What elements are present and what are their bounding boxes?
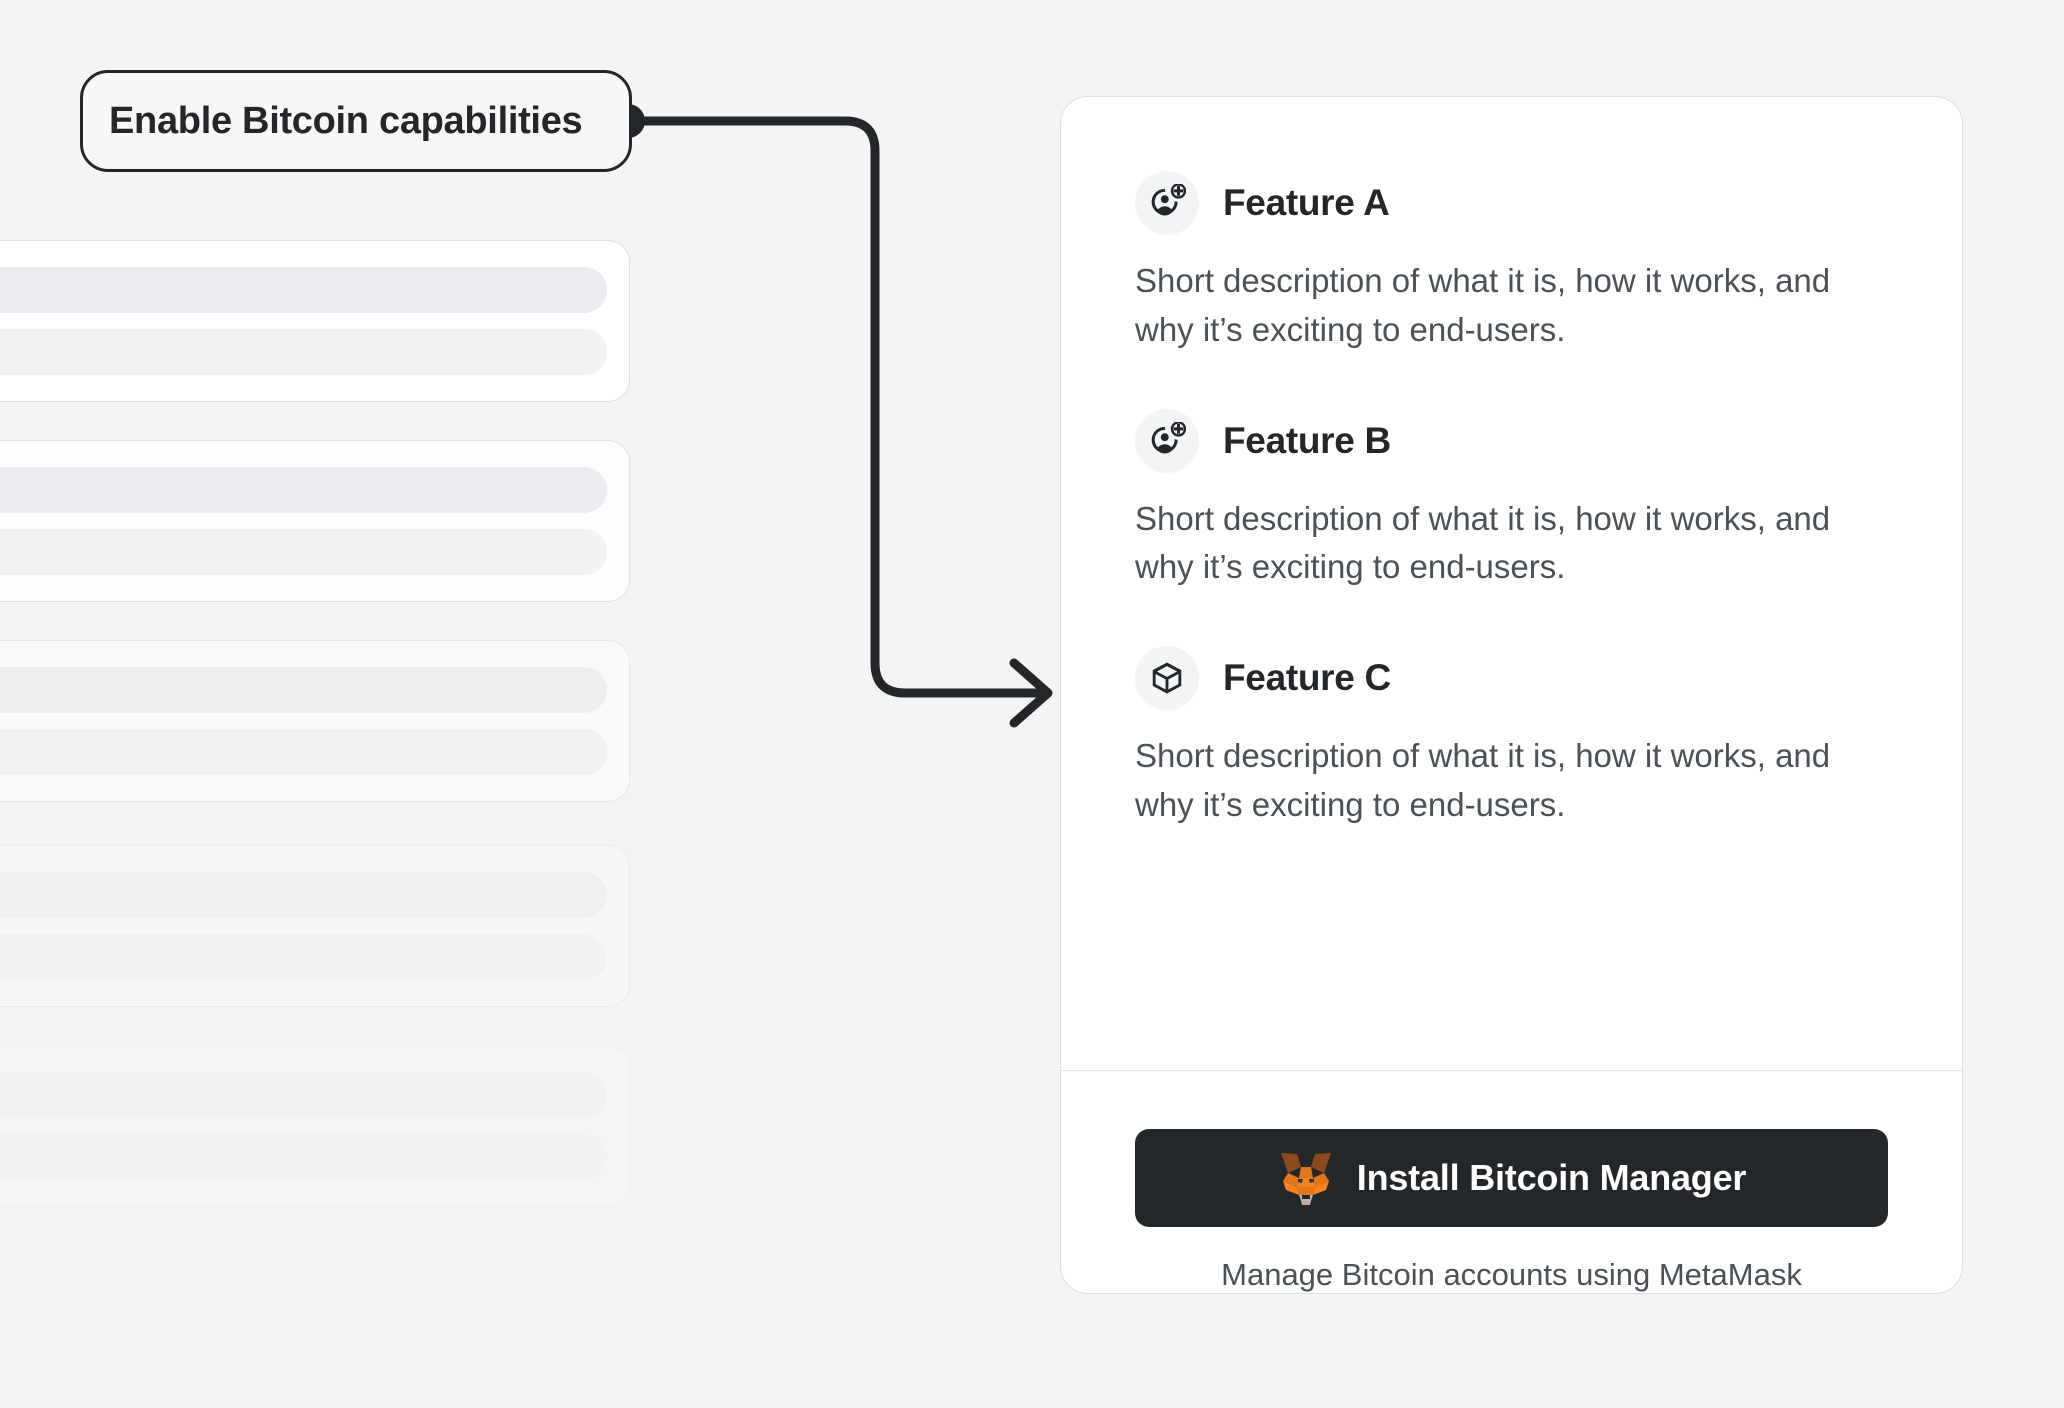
skeleton-bar <box>0 667 607 713</box>
user-add-icon <box>1135 171 1199 235</box>
feature-description: Short description of what it is, how it … <box>1135 737 1831 824</box>
feature-heading: Feature A <box>1135 171 1904 235</box>
skeleton-bar <box>0 529 607 575</box>
feature-panel: Feature A Short description of what it is… <box>1060 96 1963 1294</box>
skeleton-card <box>0 1045 630 1207</box>
skeleton-bar <box>0 1134 607 1180</box>
skeleton-card <box>0 845 630 1007</box>
metamask-fox-icon <box>1277 1151 1335 1206</box>
feature-list: Feature A Short description of what it is… <box>1061 97 1962 1070</box>
skeleton-card <box>0 240 630 402</box>
skeleton-bar <box>0 1072 607 1118</box>
cube-icon <box>1135 646 1199 711</box>
skeleton-bar <box>0 267 607 313</box>
skeleton-bar <box>0 467 607 513</box>
user-add-icon <box>1135 408 1199 473</box>
feature-description: Short description of what it is, how it … <box>1135 262 1831 348</box>
skeleton-bar <box>0 934 607 980</box>
feature-item: Feature A Short description of what it is… <box>1135 171 1904 355</box>
skeleton-bar <box>0 329 607 375</box>
callout-pill-label: Enable Bitcoin capabilities <box>109 99 583 142</box>
feature-title: Feature B <box>1223 419 1391 461</box>
feature-description: Short description of what it is, how it … <box>1135 499 1831 586</box>
install-caption: Manage Bitcoin accounts using MetaMask <box>1221 1257 1802 1292</box>
install-bitcoin-manager-button[interactable]: Install Bitcoin Manager <box>1135 1129 1888 1227</box>
skeleton-bar <box>0 729 607 775</box>
skeleton-bar <box>0 872 607 918</box>
skeleton-card-column <box>0 0 640 1408</box>
panel-divider <box>1061 1069 1962 1071</box>
feature-item: Feature C Short description of what it is… <box>1135 646 1904 830</box>
install-button-label: Install Bitcoin Manager <box>1356 1157 1747 1198</box>
feature-heading: Feature C <box>1135 646 1904 711</box>
skeleton-card <box>0 440 630 602</box>
feature-title: Feature A <box>1223 182 1390 223</box>
skeleton-card <box>0 640 630 802</box>
feature-title: Feature C <box>1223 657 1391 699</box>
feature-item: Feature B Short description of what it is… <box>1135 408 1904 593</box>
panel-footer: Install Bitcoin Manager Manage Bitcoin a… <box>1061 1071 1962 1293</box>
callout-pill[interactable]: Enable Bitcoin capabilities <box>80 70 632 172</box>
feature-heading: Feature B <box>1135 408 1904 473</box>
